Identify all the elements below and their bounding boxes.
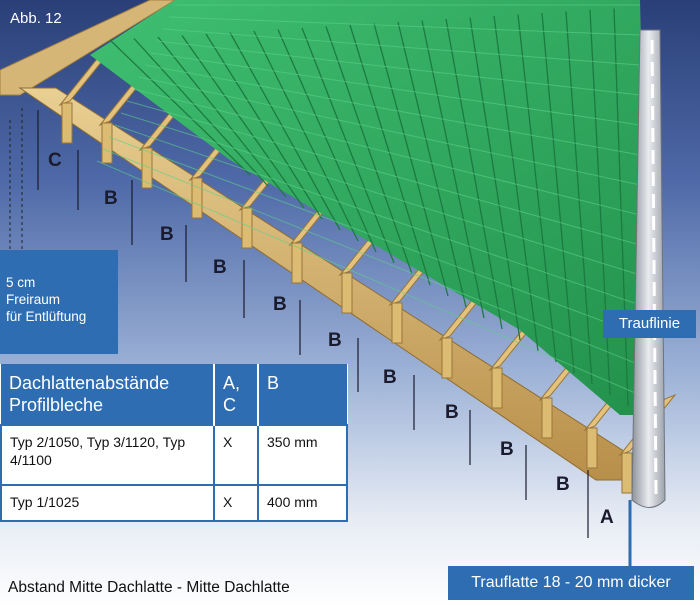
- dimension-label: A: [600, 507, 614, 528]
- roof-rib: [181, 35, 305, 209]
- freiraum-line-1: 5 cm: [6, 275, 36, 290]
- dimension-label: B: [273, 294, 287, 315]
- roof-rib: [229, 32, 341, 231]
- freiraum-line-3: für Entlüftung: [6, 309, 87, 324]
- roof-panel: [90, 0, 650, 415]
- ridge-board: [0, 0, 176, 96]
- dimension-label: B: [500, 439, 514, 460]
- table-header-ac: A, C: [214, 364, 259, 425]
- batten-post: [586, 427, 598, 469]
- batten-spacing-table: Dachlattenabstände Profilbleche A, C B T…: [0, 364, 348, 522]
- caption: Abstand Mitte Dachlatte - Mitte Dachlatt…: [8, 579, 290, 596]
- roof-step: [96, 160, 641, 396]
- table-cell: Typ 2/1050, Typ 3/1120, Typ 4/1100: [0, 424, 215, 486]
- table-row: Typ 2/1050, Typ 3/1120, Typ 4/1100 X 350…: [0, 424, 348, 486]
- batten-post: [191, 177, 203, 219]
- gutter: [631, 29, 666, 508]
- table-row: Typ 1/1025 X 400 mm: [0, 484, 348, 522]
- batten-post: [621, 452, 633, 494]
- dimension-label: B: [445, 402, 459, 423]
- freiraum-box: 5 cm Freiraum für Entlüftung: [0, 250, 118, 354]
- dimension-label: B: [556, 474, 570, 495]
- table-cell: 350 mm: [257, 424, 348, 486]
- roof-rib: [421, 20, 485, 319]
- roof-rib: [565, 11, 593, 385]
- batten-post: [391, 302, 403, 344]
- dimension-label: B: [383, 367, 397, 388]
- roof-rib: [349, 24, 431, 286]
- roof-step: [150, 52, 641, 126]
- dimension-label: B: [160, 224, 174, 245]
- batten-post: [441, 337, 453, 379]
- roof-step: [126, 100, 641, 246]
- batten-post: [541, 397, 553, 439]
- roof-rib: [157, 36, 287, 198]
- table-cell: Typ 1/1025: [0, 484, 215, 522]
- roof-step: [144, 64, 641, 156]
- dimension-label: B: [213, 257, 227, 278]
- table-header-b: B: [258, 364, 347, 425]
- trauf-line: [650, 39, 658, 496]
- roof-step: [132, 88, 641, 216]
- table-cell: X: [213, 484, 259, 522]
- roof-rib: [277, 29, 377, 253]
- roof-step: [156, 40, 641, 96]
- roof-rib: [325, 26, 413, 275]
- dimension-label: B: [328, 330, 342, 351]
- dimension-label: C: [48, 150, 62, 171]
- freiraum-line-2: Freiraum: [6, 292, 61, 307]
- roof-rib: [493, 15, 539, 352]
- roof-step: [162, 28, 641, 66]
- batten-post: [101, 122, 113, 164]
- batten-post: [241, 207, 253, 249]
- roof-rib: [613, 8, 629, 407]
- batten-post: [291, 242, 303, 284]
- roof-rib: [109, 39, 251, 176]
- table-header-type: Dachlattenabstände Profilbleche: [1, 364, 215, 425]
- trauflinie-label: Trauflinie: [603, 310, 696, 338]
- table-cell: 400 mm: [257, 484, 348, 522]
- roof-step: [108, 136, 641, 336]
- batten-post: [61, 102, 73, 144]
- batten-post: [491, 367, 503, 409]
- roof-ribs: [96, 4, 641, 407]
- roof-step: [120, 112, 641, 276]
- batten-post: [141, 147, 153, 189]
- roof-rib: [253, 30, 359, 242]
- roof-step: [102, 148, 641, 366]
- roof-step: [114, 124, 641, 306]
- roof-rib: [373, 23, 449, 297]
- roof-rib: [301, 27, 395, 264]
- batten-post: [341, 272, 353, 314]
- roof-step: [138, 76, 641, 186]
- roof-rib: [205, 33, 323, 220]
- dimension-label: B: [104, 188, 118, 209]
- roof-rib: [133, 38, 269, 187]
- roof-rib: [541, 12, 575, 374]
- figure-label: Abb. 12: [10, 10, 62, 27]
- roof-step: [168, 16, 641, 36]
- roof-rib: [517, 14, 557, 363]
- table-cell: X: [213, 424, 259, 486]
- trauflatte-label: Trauflatte 18 - 20 mm dicker: [448, 566, 694, 600]
